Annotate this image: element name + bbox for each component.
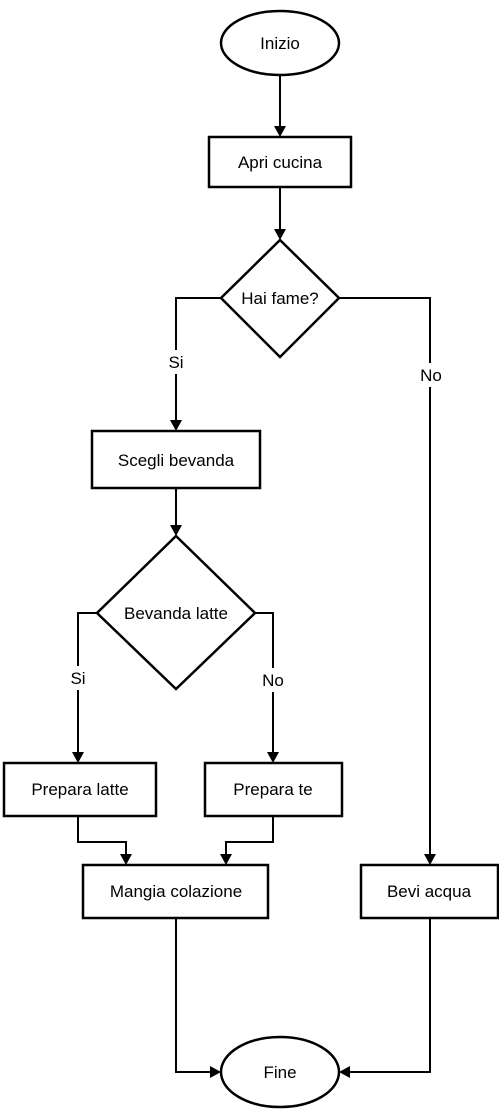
connectors (72, 75, 436, 1078)
node-eat-breakfast: Mangia colazione (81, 863, 270, 920)
node-end: Fine (219, 1035, 341, 1109)
edge-label-hungry-yes: Si (168, 353, 183, 372)
process-prepare-milk-shape (2, 761, 158, 818)
arrowhead-eat-left (120, 854, 132, 865)
node-end-label: Fine (263, 1063, 296, 1082)
decision-milk-shape (95, 534, 257, 691)
arrowhead-end-left (210, 1066, 221, 1078)
edge-milk-no (255, 612, 274, 754)
node-eat-breakfast-label: Mangia colazione (110, 882, 242, 901)
arrowhead-hungry (274, 229, 286, 240)
edge-hungry-no (339, 297, 431, 856)
node-start: Inizio (219, 9, 341, 77)
node-open-kitchen: Apri cucina (207, 135, 353, 189)
process-drink-water-shape (359, 863, 499, 920)
edge-drink-water-to-end (348, 918, 431, 1073)
node-choose-drink: Scegli bevanda (90, 429, 262, 490)
arrowhead-end-right (339, 1066, 350, 1078)
edge-prepare-tea-to-eat (225, 816, 274, 856)
node-choose-drink-label: Scegli bevanda (118, 451, 235, 470)
arrowhead-prepare-tea (267, 752, 279, 763)
node-prepare-milk: Prepara latte (2, 761, 158, 818)
edge-label-milk-no: No (262, 671, 284, 690)
arrowhead-open-kitchen (274, 126, 286, 137)
terminator-start-shape (219, 9, 341, 77)
arrowhead-drink-water (424, 854, 436, 865)
node-hungry-question: Hai fame? (219, 238, 341, 359)
terminator-end-shape (219, 1035, 341, 1109)
node-prepare-tea-label: Prepara te (233, 780, 312, 799)
edge-labels: Si No Si No (65, 350, 446, 692)
edge-label-milk-yes: Si (70, 669, 85, 688)
arrowhead-eat-right (220, 854, 232, 865)
node-milk-question: Bevanda latte (95, 534, 257, 691)
node-milk-question-label: Bevanda latte (124, 604, 228, 623)
node-hungry-question-label: Hai fame? (241, 289, 318, 308)
process-open-kitchen-shape (207, 135, 353, 189)
arrowhead-milk-question (170, 525, 182, 536)
process-eat-breakfast-shape (81, 863, 270, 920)
node-open-kitchen-label: Apri cucina (238, 153, 323, 172)
node-prepare-tea: Prepara te (203, 761, 344, 818)
node-drink-water-label: Bevi acqua (387, 882, 472, 901)
decision-hungry-shape (219, 238, 341, 359)
process-prepare-tea-shape (203, 761, 344, 818)
process-choose-drink-shape (90, 429, 262, 490)
node-start-label: Inizio (260, 34, 300, 53)
edge-label-hungry-no: No (420, 366, 442, 385)
node-drink-water: Bevi acqua (359, 863, 499, 920)
arrowhead-choose-drink (170, 420, 182, 431)
edge-hungry-yes (175, 297, 221, 422)
node-prepare-milk-label: Prepara latte (31, 780, 128, 799)
edge-milk-yes (77, 612, 97, 754)
edge-eat-to-end (175, 918, 212, 1073)
edge-prepare-milk-to-eat (77, 816, 127, 856)
arrowhead-prepare-milk (72, 752, 84, 763)
